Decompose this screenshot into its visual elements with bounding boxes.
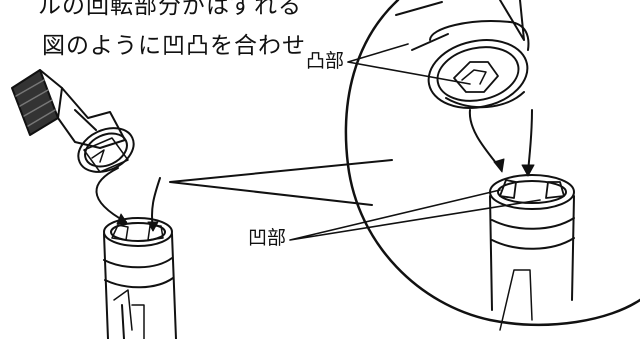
convex-part-label: 凸部 xyxy=(306,50,345,72)
instruction-line-2: 図のように凹凸を合わせ xyxy=(42,33,306,59)
left-overview-illustration xyxy=(11,69,177,339)
concave-part-label: 凹部 xyxy=(248,227,287,249)
magnify-pointer-lines xyxy=(169,159,393,206)
zoom-alignment-arrow xyxy=(468,109,501,169)
left-alignment-arrow xyxy=(95,167,127,223)
magnified-detail-view xyxy=(344,0,640,331)
instruction-line-1: ルの回転部分がはずれる xyxy=(38,0,302,19)
convex-leader-lines xyxy=(347,43,471,85)
concave-leader-lines xyxy=(289,189,541,241)
